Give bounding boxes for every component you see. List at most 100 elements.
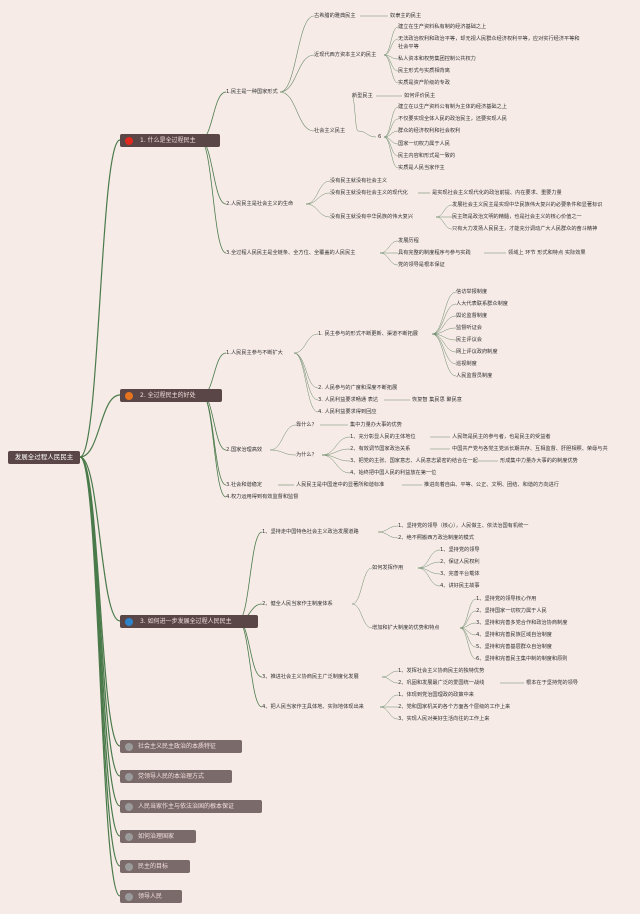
node-b2-s1[interactable]: 1.人民民主参与不断扩大 bbox=[226, 350, 283, 356]
node-b2-s1a[interactable]: 1. 民主参与的形式不断更新、渠道不断拓展 bbox=[318, 331, 418, 337]
node-b2-s1c[interactable]: 3. 人民利益要求畅通 表达 bbox=[318, 397, 379, 403]
node-b1-s3-item[interactable]: 具有完整的制度程序与参与实践 bbox=[398, 250, 471, 256]
node-b1-s1b-item[interactable]: 社会平等 bbox=[398, 44, 419, 50]
node-b3-s2b-item[interactable]: 5、坚持和完善基层群众自治制度 bbox=[476, 644, 552, 650]
node-b1-s3-item[interactable]: 发展历程 bbox=[398, 238, 419, 244]
node-b1-s3-item[interactable]: 党的领导是根本保证 bbox=[398, 262, 445, 268]
blue-circle-icon bbox=[125, 617, 133, 626]
node-b1-s2-item[interactable]: 没有民主就没有中华民族的伟大复兴 bbox=[330, 214, 414, 220]
node-b1-s1b-item[interactable]: 私人资本和权势集团控制公共权力 bbox=[398, 56, 476, 62]
node-b3-s3-item[interactable]: 1、发挥社会主义协商民主的独特优势 bbox=[398, 668, 485, 674]
connector-line bbox=[199, 139, 227, 254]
node-b1-s3[interactable]: 3.全过程人民民主是全链条、全方位、全覆盖的人民民主 bbox=[226, 250, 356, 256]
node-b2-s2[interactable]: 2.国家治理高效 bbox=[226, 447, 263, 453]
node-b1-s1b[interactable]: 近现代西方资本主义的民主 bbox=[314, 52, 377, 58]
node-b1-s2-r3[interactable]: 发展社会主义民主是实现中华民族伟大复兴的必要条件和显著标识 bbox=[452, 202, 603, 208]
node-b2-s3-m[interactable]: 人民民主是中国途中的显著所和谐标准 bbox=[296, 482, 385, 488]
node-b1-s1[interactable]: 1.民主是一种国家形式 bbox=[226, 89, 278, 95]
node-b2-s2b[interactable]: 为什么？ bbox=[296, 452, 317, 458]
branch-extra-1[interactable]: 社会主义民主政治的本质特征 bbox=[120, 740, 242, 753]
node-b1-s1c-item[interactable]: 群众的经济权利和社会权利 bbox=[398, 128, 461, 134]
node-b2-s1a-item[interactable]: 信访举报制度 bbox=[456, 289, 488, 295]
node-b1-s1b-item[interactable]: 无法政治权利和政治平等，却无视人民群众经济权利平等，应对实行经济平等和 bbox=[398, 36, 580, 42]
node-b2-s1a-item[interactable]: 监督听证会 bbox=[456, 325, 482, 331]
node-b1-s1c-item[interactable]: 民主内容和形式是一致的 bbox=[398, 153, 456, 159]
node-b2-s2b-item[interactable]: 4、始终把中国人民的利益放在第一位 bbox=[350, 470, 437, 476]
node-b1-s2-r2[interactable]: 是实现社会主义现代化的政治前提、内在要求、重要力量 bbox=[432, 190, 562, 196]
node-b1-s1a[interactable]: 古希腊的雅典民主 bbox=[314, 13, 356, 19]
node-b2-s1d[interactable]: 4. 人民利益要求得到回应 bbox=[318, 409, 377, 415]
node-b2-s1a-item[interactable]: 舆论监督制度 bbox=[456, 313, 488, 319]
node-b3-s4-item[interactable]: 3、实现人民对美好生活向往的工作上来 bbox=[398, 716, 490, 722]
node-b3-s3[interactable]: 3、推进社会主义协商民主广泛制度化发展 bbox=[262, 674, 359, 680]
node-b1-s3-r[interactable]: 领域上 环节 形式和特点 实际效果 bbox=[508, 250, 586, 256]
branch-extra-3[interactable]: 人民当家作主与依法治国的根本保证 bbox=[120, 800, 262, 813]
node-b1-s1c-item[interactable]: 建立在以生产资料公有制为主体的经济基础之上 bbox=[398, 104, 507, 110]
node-b2-s2a[interactable]: 靠什么？ bbox=[296, 422, 317, 428]
node-b3-s3-item[interactable]: 2、巩固和发展最广泛的爱国统一战线 bbox=[398, 680, 485, 686]
node-b2-s1b[interactable]: 2. 人民参与的广度和深度不断拓展 bbox=[318, 385, 398, 391]
node-b2-s2b-item[interactable]: 1、充分彰显人民的主体地位 bbox=[350, 434, 416, 440]
node-b2-s2a-r[interactable]: 集中力量办大事的优势 bbox=[350, 422, 402, 428]
node-b2-s2b-r3[interactable]: 形成集中力量办大事的的制度优势 bbox=[500, 458, 578, 464]
node-b3-s2b[interactable]: 增加和扩大制度的优势和特点 bbox=[372, 625, 440, 631]
node-b3-s1[interactable]: 1、坚持走中国特色社会主义政治发展道路 bbox=[262, 529, 359, 535]
node-b3-s2a-item[interactable]: 3、完善平台载体 bbox=[440, 571, 480, 577]
node-b1-s1b-item[interactable]: 建立在生产资料私有制的经济基础之上 bbox=[398, 24, 487, 30]
grey-circle-icon bbox=[125, 802, 133, 811]
node-b2-s1a-item[interactable]: 人大代表联系群众制度 bbox=[456, 301, 508, 307]
branch-what-is-democracy[interactable]: 1. 什么是全过程民主 bbox=[120, 134, 220, 147]
node-b1-s1c[interactable]: 社会主义民主 bbox=[314, 128, 346, 134]
node-b2-s2b-r1[interactable]: 人民既是民主的参与者，也是民主的受益者 bbox=[452, 434, 551, 440]
node-b2-s2b-r2[interactable]: 中国共产党与各党主党派长期共存、互相监督、肝胆相照、荣辱与共 bbox=[452, 446, 608, 452]
node-b1-s1c-item[interactable]: 不仅要实现全体人民的政治民主，还要实现人民 bbox=[398, 116, 507, 122]
node-b3-s1-item[interactable]: 1、坚持党的领导（核心），人民做主、依法治国有机统一 bbox=[398, 523, 529, 529]
node-b1-s2-r3[interactable]: 民主既是政治文明的精髓，也是社会主义的核心价值之一 bbox=[452, 214, 582, 220]
node-b1-s2-item[interactable]: 没有民主就没有社会主义的现代化 bbox=[330, 190, 408, 196]
node-b2-s1a-item[interactable]: 民主评议会 bbox=[456, 337, 482, 343]
node-b1-s1c-new[interactable]: 新型民主 bbox=[352, 93, 373, 99]
branch-how-to-develop[interactable]: 3. 如何进一步发展全过程人民民主 bbox=[120, 615, 258, 628]
node-b1-s2-item[interactable]: 没有民主就没有社会主义 bbox=[330, 178, 388, 184]
node-b3-s4[interactable]: 4、把人民当家作主具体地、实际地体现出来 bbox=[262, 704, 364, 710]
node-b1-s1a-r[interactable]: 奴隶主的民主 bbox=[390, 13, 422, 19]
node-b3-s2a-item[interactable]: 1、坚持党的领导 bbox=[440, 547, 480, 553]
node-b3-s2b-item[interactable]: 2、坚持国家一切权力属于人民 bbox=[476, 608, 547, 614]
node-b3-s4-item[interactable]: 1、体现到党治国理政的政策中来 bbox=[398, 692, 474, 698]
node-b2-s3[interactable]: 3.社会和谐稳定 bbox=[226, 482, 263, 488]
branch-extra-5[interactable]: 民主的目标 bbox=[120, 860, 190, 873]
node-b1-s2-r3[interactable]: 只有大力发扬人民民主，才能充分调动广大人民群众的奋斗精神 bbox=[452, 226, 598, 232]
root-node[interactable]: 发展全过程人民民主 bbox=[8, 451, 80, 464]
node-b2-s1a-item[interactable]: 人民监督员制度 bbox=[456, 373, 493, 379]
branch-extra-4[interactable]: 如何治理国家 bbox=[120, 830, 196, 843]
node-b2-s1a-item[interactable]: 巡视制度 bbox=[456, 361, 477, 367]
node-b3-s3-r[interactable]: 根本在于坚持党的领导 bbox=[526, 680, 578, 686]
branch-extra-2[interactable]: 党领导人民的本治理方式 bbox=[120, 770, 232, 783]
node-b3-s2b-item[interactable]: 4、坚持和完善民族区域自治制度 bbox=[476, 632, 552, 638]
node-b3-s2b-item[interactable]: 3、坚持和完善多党合作和政治协商制度 bbox=[476, 620, 568, 626]
node-b3-s2a-item[interactable]: 4、讲好民主故事 bbox=[440, 583, 480, 589]
node-b3-s2b-item[interactable]: 1、坚持党的领导核心作用 bbox=[476, 596, 537, 602]
node-b3-s2b-item[interactable]: 6、坚持和完善民主集中制的制度和原则 bbox=[476, 656, 568, 662]
node-b1-s2[interactable]: 2.人民民主是社会主义的生命 bbox=[226, 201, 294, 207]
node-b3-s2[interactable]: 2、健全人民当家作主制度体系 bbox=[262, 601, 333, 607]
node-b2-s1a-item[interactable]: 网上评议政府制度 bbox=[456, 349, 498, 355]
node-b3-s2a[interactable]: 如何发挥作用 bbox=[372, 565, 404, 571]
node-b2-s3-r[interactable]: 推进向着自由、平等、公正、文明、团结、和谐的方向进行 bbox=[424, 482, 559, 488]
node-b2-s1c-r[interactable]: 恢复智 集民思 聚民意 bbox=[412, 397, 462, 403]
branch-extra-6[interactable]: 领导人民 bbox=[120, 890, 182, 903]
node-b3-s2a-item[interactable]: 2、保证人民权利 bbox=[440, 559, 480, 565]
node-b3-s4-item[interactable]: 2、党和国家机关的各个方面各个层级的工作上来 bbox=[398, 704, 511, 710]
node-b1-s1c-item[interactable]: 国家一切权力属于人民 bbox=[398, 141, 450, 147]
node-b2-s2b-item[interactable]: 2、有效调节国家政治关系 bbox=[350, 446, 411, 452]
node-b1-s1b-item[interactable]: 民主形式与实质相背离 bbox=[398, 68, 450, 74]
branch-democracy-benefits[interactable]: 2. 全过程民主的好处 bbox=[120, 389, 222, 402]
node-b1-s1c-new-r[interactable]: 如何评价民主 bbox=[404, 93, 436, 99]
node-b1-s1b-item[interactable]: 实质是资产阶级的专政 bbox=[398, 80, 450, 86]
node-b2-s4[interactable]: 4.权力运用得到有效监督和监督 bbox=[226, 494, 299, 500]
node-b1-s1c-item[interactable]: 实质是人民当家作主 bbox=[398, 165, 445, 171]
node-b2-s2b-item[interactable]: 3、把党的主张、国家意志、人民意志紧密的结合在一起 bbox=[350, 458, 478, 464]
node-b3-s1-item[interactable]: 2、绝不照搬西方政治制度的模式 bbox=[398, 535, 474, 541]
connector-line bbox=[417, 567, 441, 587]
connector-line bbox=[379, 252, 399, 266]
